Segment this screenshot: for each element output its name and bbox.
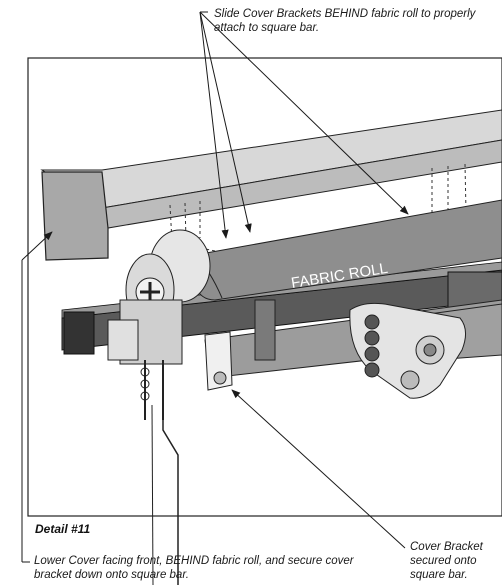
headrail-cover	[40, 109, 502, 261]
motor-assembly	[349, 302, 466, 399]
cover-bracket	[204, 299, 276, 391]
leader-lines	[21, 11, 409, 563]
end-cap	[41, 171, 109, 261]
detail-frame	[27, 57, 502, 517]
clutch-assembly	[107, 229, 211, 585]
detail-label: Detail #11	[35, 522, 91, 536]
callout-bottom: Lower Cover facing front, BEHIND fabric …	[34, 555, 354, 581]
callout-right: Cover Bracket secured onto square bar.	[410, 541, 483, 581]
callout-top: Slide Cover Brackets BEHIND fabric roll …	[214, 8, 476, 34]
